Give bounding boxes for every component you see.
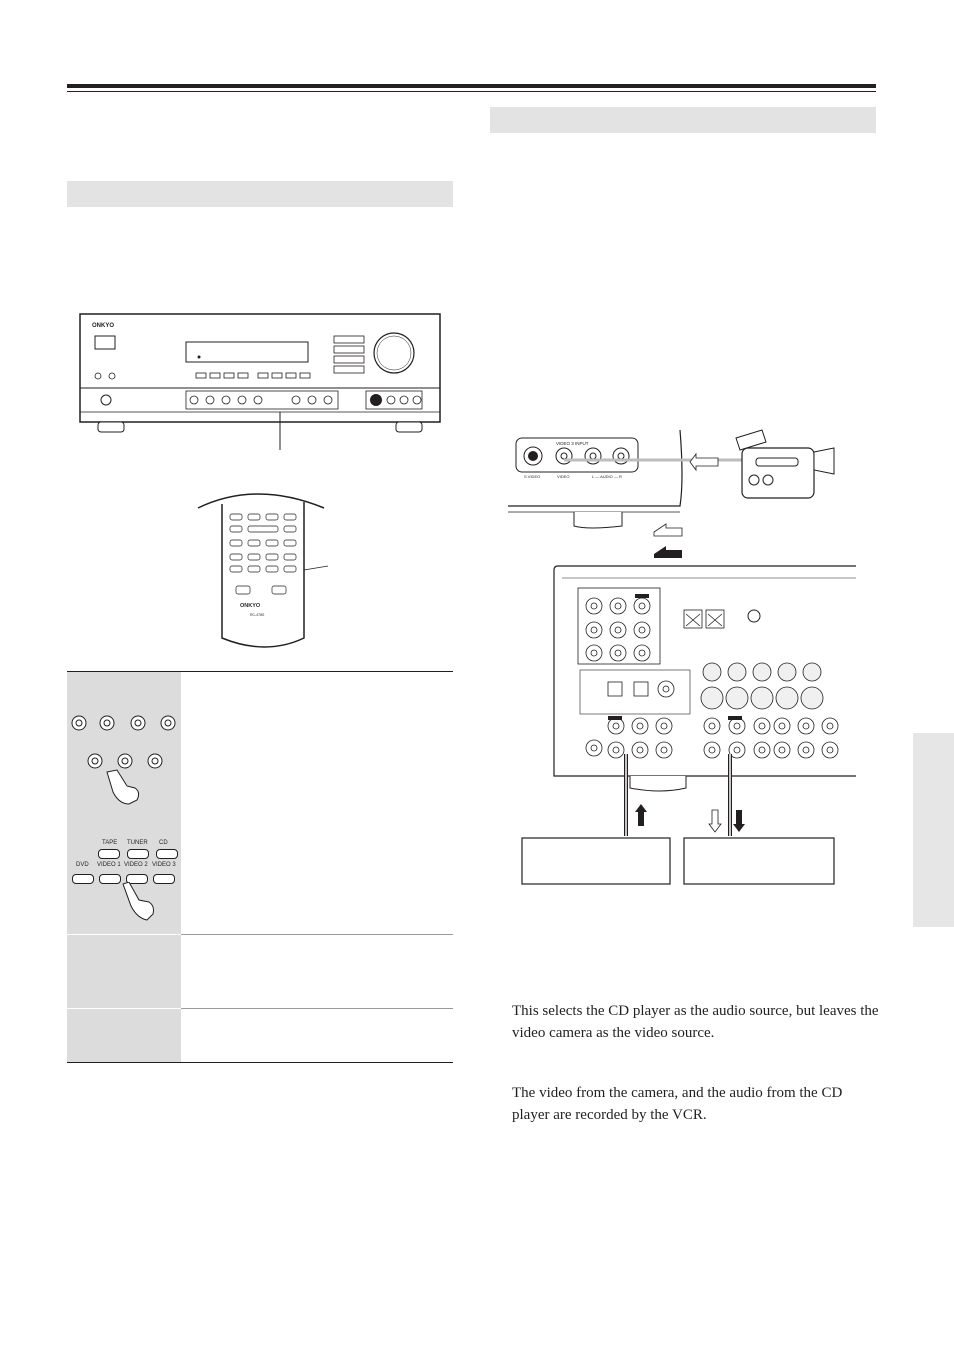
selector-label-video1: VIDEO 1: [97, 862, 121, 868]
right-section-heading-bar: [490, 107, 876, 133]
front-panel-label: VIDEO 3 INPUT: [556, 441, 589, 446]
rear-panel-connection-illustration: [521, 565, 856, 885]
step-cell-3: [67, 1009, 181, 1062]
selector-label-tuner: TUNER: [127, 840, 148, 846]
receiver-front-illustration: ONKYO: [79, 313, 441, 433]
pointing-hand-icon: [122, 882, 154, 921]
selector-button-video2[interactable]: [126, 874, 148, 884]
paragraph-cd-source: This selects the CD player as the audio …: [512, 1003, 879, 1041]
paragraph-recording-result: The video from the camera, and the audio…: [512, 1085, 843, 1123]
header-rule-thick: [67, 84, 876, 88]
selector-label-video3: VIDEO 3: [152, 862, 176, 868]
selector-button-tape[interactable]: [98, 849, 120, 859]
selector-button-cd[interactable]: [156, 849, 178, 859]
left-section-heading-bar: [67, 181, 453, 207]
selector-label-tape: TAPE: [102, 840, 118, 846]
remote-brand-label: ONKYO: [240, 603, 261, 609]
selector-buttons-group: TAPE TUNER CD DVD VIDEO 1 VIDEO 2 VIDEO …: [67, 836, 181, 936]
chapter-side-tab: [913, 733, 954, 927]
selector-button-video1[interactable]: [99, 874, 121, 884]
jack-label-video: VIDEO: [557, 474, 569, 479]
selector-label-dvd: DVD: [76, 862, 89, 868]
input-jacks-icon: [71, 715, 176, 805]
step-row-divider-2: [181, 1008, 453, 1009]
selector-label-video2: VIDEO 2: [124, 862, 148, 868]
receiver-brand-label: ONKYO: [92, 323, 114, 329]
remote-model-label: RC-478S: [250, 613, 265, 617]
step-cell-2: [67, 935, 181, 1008]
camera-connection-illustration: VIDEO 3 INPUT S VIDEO VIDEO L — AUDIO — …: [508, 429, 835, 558]
jack-label-svideo: S VIDEO: [524, 474, 540, 479]
jack-label-audio: L — AUDIO — R: [592, 474, 622, 479]
selector-button-video3[interactable]: [153, 874, 175, 884]
receiver-callout-line: [279, 412, 281, 450]
selector-label-cd: CD: [159, 840, 168, 846]
header-rule-thin: [67, 91, 876, 92]
step-row-divider-1: [181, 934, 453, 935]
step-table-bottom-rule: [67, 1062, 453, 1063]
remote-illustration: ONKYO RC-478S: [197, 493, 329, 648]
selector-button-dvd[interactable]: [72, 874, 94, 884]
step-table-top-rule: [67, 671, 453, 672]
selector-button-tuner[interactable]: [127, 849, 149, 859]
